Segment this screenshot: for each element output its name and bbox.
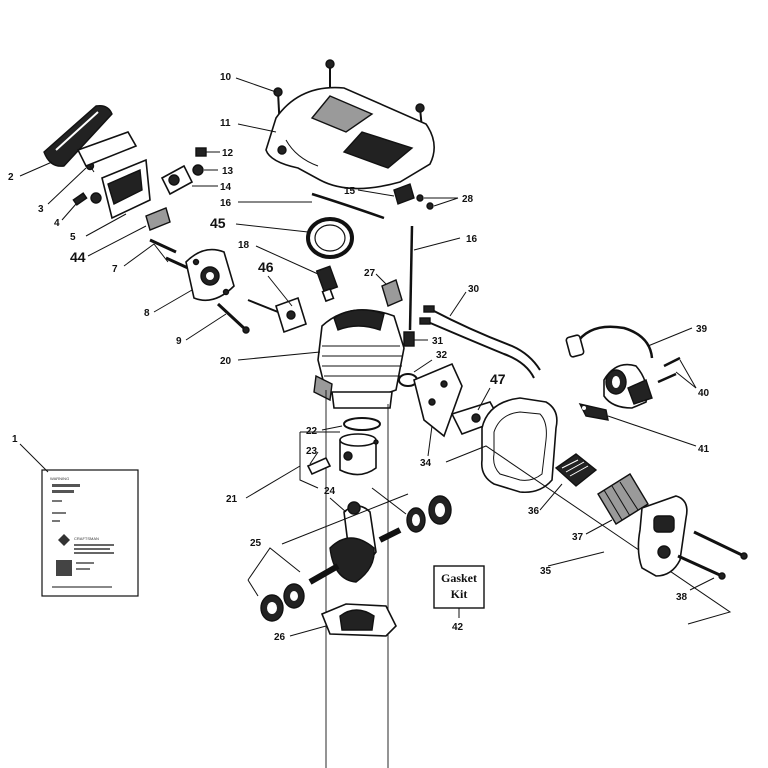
label-11: 11: [220, 118, 231, 129]
part-16-fuel-line: [311, 192, 415, 347]
label-16-lower: 16: [466, 234, 478, 245]
label-44: 44: [70, 249, 86, 265]
label-37: 37: [572, 532, 584, 543]
part-40-screws: [657, 356, 681, 384]
gasket-kit-box: Gasket Kit: [433, 565, 485, 609]
part-13-grommet: [192, 164, 204, 176]
label-15: 15: [344, 186, 356, 197]
part-7-bolts: [149, 238, 189, 270]
part-4-adjusting-screw: [72, 192, 88, 206]
label-3: 3: [38, 204, 44, 215]
part-25-bearings: [260, 583, 305, 622]
part-11-top-cover: [265, 86, 435, 190]
label-45: 45: [210, 215, 226, 231]
label-38: 38: [676, 592, 688, 603]
part-15-clip: [393, 183, 415, 205]
label-23: 23: [306, 446, 318, 457]
label-18: 18: [238, 240, 250, 251]
label-20: 20: [220, 356, 232, 367]
part-23-wrist-pin: [306, 456, 332, 476]
label-5: 5: [70, 232, 76, 243]
part-35-muffler: [480, 397, 558, 494]
part-22-piston-rings: [343, 417, 381, 431]
part-46-gasket-plate: [247, 296, 307, 334]
label-16-upper: 16: [220, 198, 232, 209]
label-28: 28: [462, 194, 474, 205]
label-39: 39: [696, 324, 708, 335]
label-35: 35: [540, 566, 552, 577]
part-12-nut: [195, 147, 207, 157]
muffler-cover-plate: [637, 495, 688, 577]
label-14: 14: [220, 182, 232, 193]
part-28-screws: [416, 194, 434, 210]
label-13: 13: [222, 166, 234, 177]
label-42: 42: [452, 622, 464, 633]
label-10: 10: [220, 72, 232, 83]
label-36: 36: [528, 506, 540, 517]
part-45-seal-ring: [306, 217, 354, 259]
label-1: 1: [12, 434, 18, 445]
part-14-elbow: [160, 164, 194, 196]
part-27-cap: [381, 279, 403, 307]
label-34: 34: [420, 458, 432, 469]
part-39-ignition-coil: [565, 325, 654, 409]
part-26-crankcase: [320, 603, 397, 637]
label-31: 31: [432, 336, 444, 347]
part-1-decal: WARNING CRAFTSMAN: [41, 469, 139, 597]
label-30: 30: [468, 284, 480, 295]
label-7: 7: [112, 264, 118, 275]
label-26: 26: [274, 632, 286, 643]
part-20-cylinder: [313, 309, 405, 409]
part-36-spark-screen: [554, 453, 598, 487]
label-12: 12: [222, 148, 234, 159]
label-27: 27: [364, 268, 376, 279]
label-47: 47: [490, 371, 506, 387]
part-8-intake-adapter: [185, 248, 235, 302]
bearing-right: [406, 495, 452, 533]
part-9-screw: [216, 302, 250, 334]
label-9: 9: [176, 336, 182, 347]
part-37-spark-arrestor: [597, 473, 649, 525]
decal-text-warning: WARNING: [50, 476, 69, 481]
decal-text-craftsman: CRAFTSMAN: [74, 536, 99, 541]
part-38-bolts: [677, 530, 748, 580]
gasket-kit-line2: Kit: [451, 587, 468, 601]
part-44-gasket: [145, 207, 171, 231]
part-41-bracket: [578, 402, 609, 421]
label-4: 4: [54, 218, 60, 229]
part-18-spark-plug: [315, 265, 339, 303]
label-32: 32: [436, 350, 448, 361]
part-30-wire-harness: [419, 305, 541, 379]
label-46: 46: [258, 259, 274, 275]
part-5-carburetor: [76, 131, 151, 220]
part-24-crankshaft: [308, 501, 402, 585]
part-34-muffler-bracket: [413, 362, 463, 438]
part-2-filter-cover: [43, 104, 113, 167]
label-8: 8: [144, 308, 150, 319]
label-21: 21: [226, 494, 238, 505]
label-24: 24: [324, 486, 336, 497]
label-40: 40: [698, 388, 710, 399]
label-2: 2: [8, 172, 14, 183]
label-41: 41: [698, 444, 710, 455]
label-25: 25: [250, 538, 262, 549]
piston: [339, 433, 379, 476]
gasket-kit-line1: Gasket: [441, 571, 477, 585]
